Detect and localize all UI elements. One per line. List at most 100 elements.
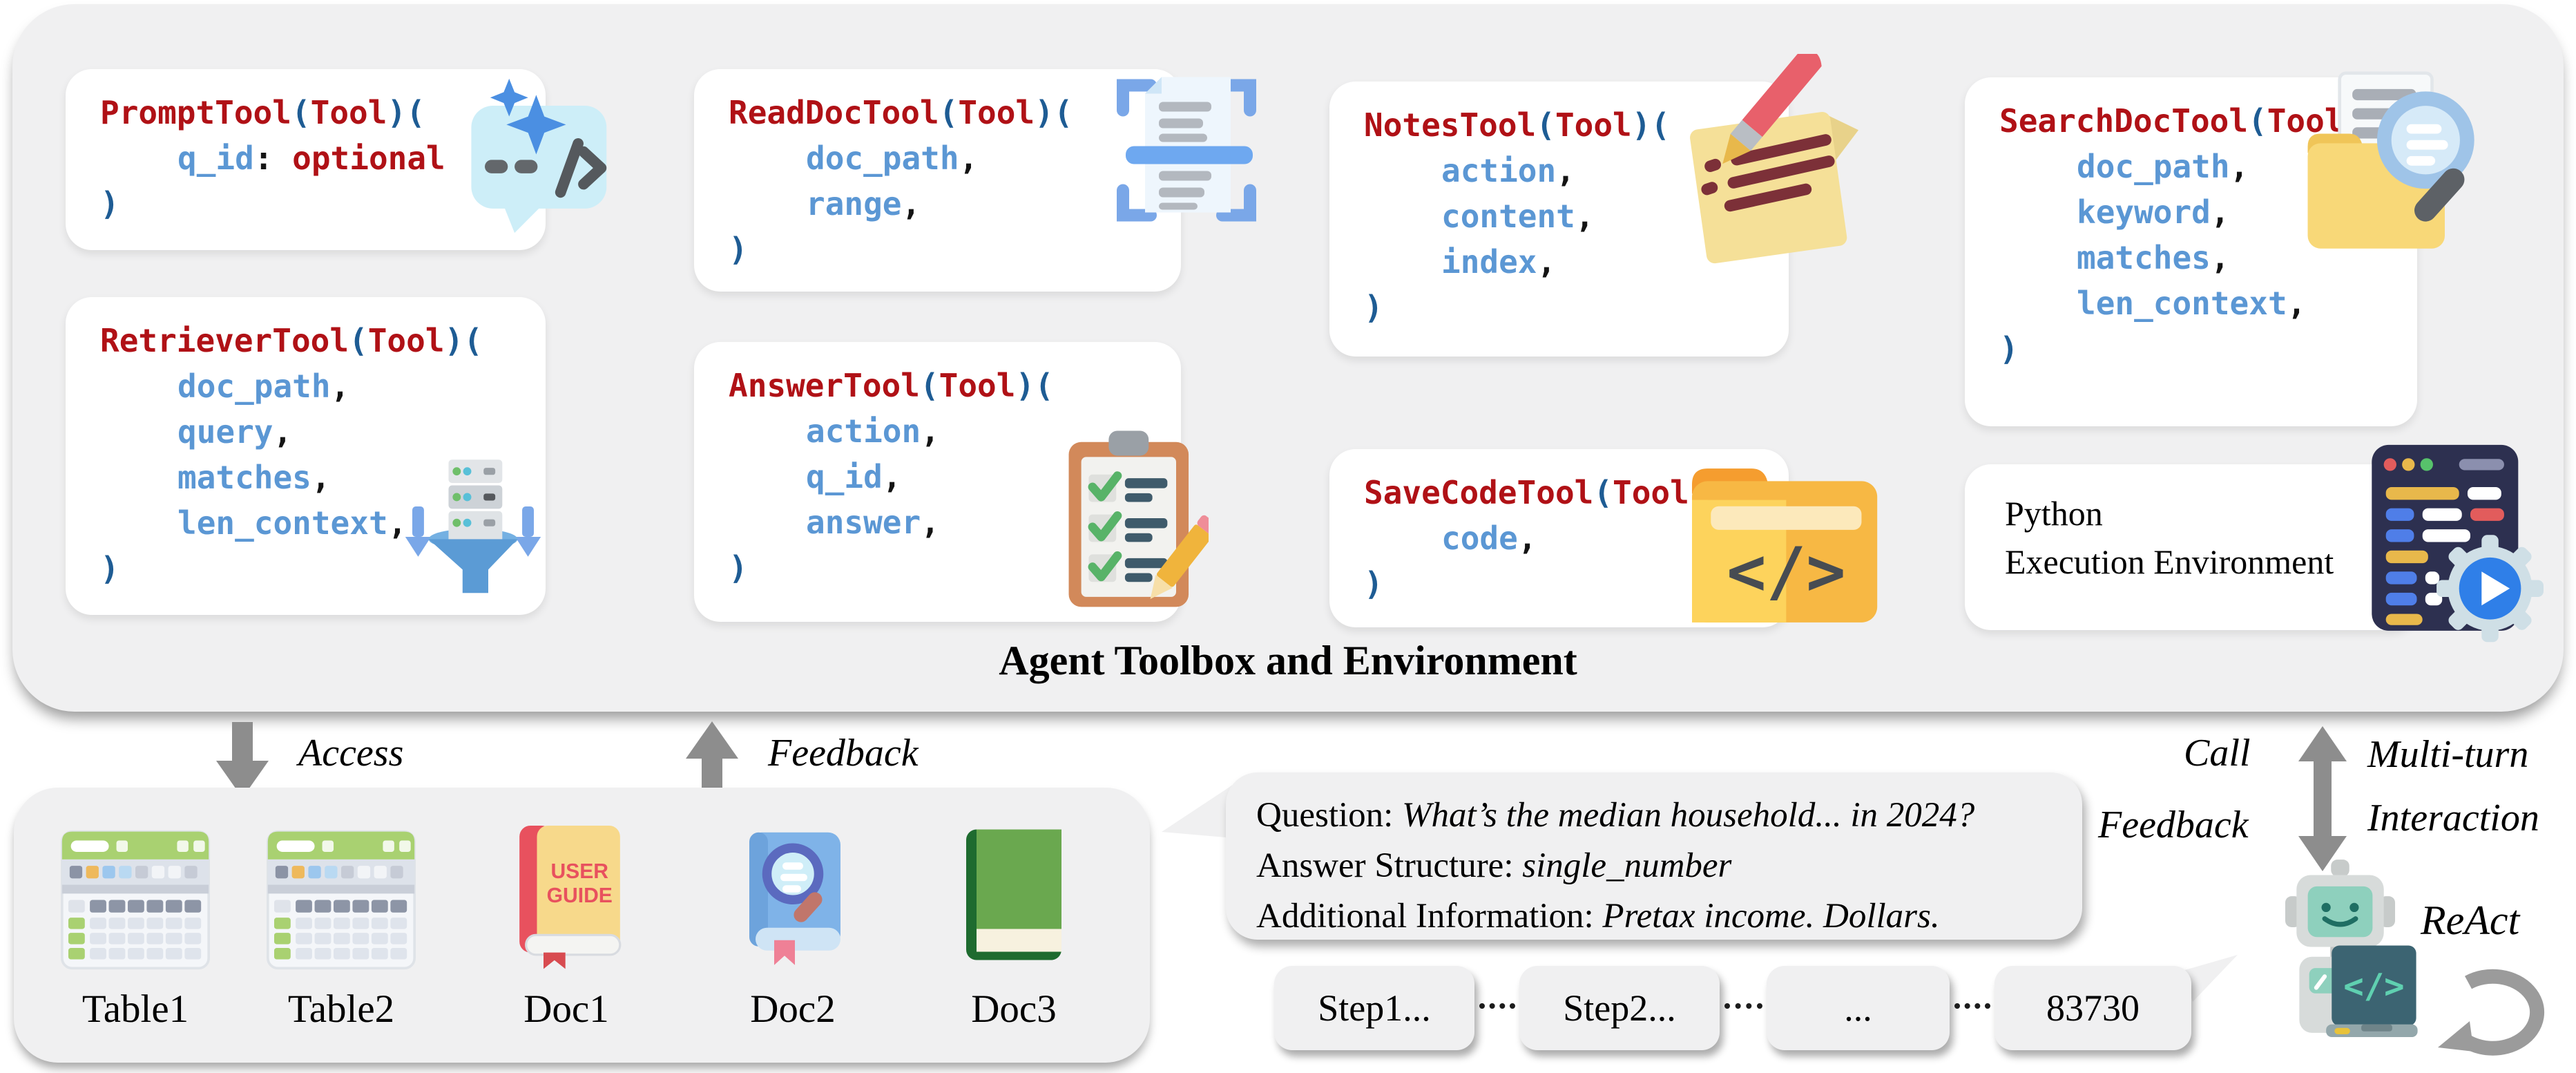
code-folder-icon: </> xyxy=(1675,456,1882,632)
code-close-line: ) xyxy=(1364,285,1789,330)
code-param-line: q_id, xyxy=(729,454,1181,500)
book-cover-text: GUIDE xyxy=(547,884,613,907)
code-token: len_context xyxy=(2077,285,2287,322)
step-connector xyxy=(1954,1003,1990,1009)
code-token: ) xyxy=(100,185,119,222)
bubble-tail-icon xyxy=(1155,775,1244,848)
tool-card-readdoc: ReadDocTool(Tool)( doc_path, range, ) xyxy=(694,69,1181,292)
code-param-line: doc_path, xyxy=(1999,144,2417,189)
tool-name: ReadDocTool xyxy=(729,94,939,131)
code-token: )( xyxy=(1015,367,1054,404)
code-token: ) xyxy=(729,231,748,268)
code-token: code xyxy=(1441,520,1518,557)
code-param-line: len_context, xyxy=(100,500,546,546)
code-token: Tool xyxy=(310,94,387,131)
server-funnel-icon xyxy=(397,435,549,611)
code-token: content xyxy=(1441,198,1575,235)
step-connector xyxy=(1724,1003,1762,1009)
code-token: doc_path xyxy=(177,368,331,405)
code-decl-line: ReadDocTool(Tool)( xyxy=(729,90,1181,135)
step-box-ellipsis: ... xyxy=(1767,966,1950,1050)
code-token: optional xyxy=(292,140,445,177)
doc-label-doc1: Doc1 xyxy=(523,987,609,1031)
code-token: index xyxy=(1441,243,1537,281)
code-close-line: ) xyxy=(1999,326,2417,372)
tool-card-prompt: PromptTool(Tool)( q_id: optional ) xyxy=(66,69,546,250)
sparkle-chat-icon xyxy=(452,73,615,239)
tool-name: NotesTool xyxy=(1364,106,1537,144)
laptop-code-glyph: </> xyxy=(2343,967,2404,1006)
code-token: ( xyxy=(1536,106,1555,144)
code-token: , xyxy=(921,412,940,450)
code-token: ) xyxy=(729,549,748,587)
tool-name: AnswerTool xyxy=(729,367,920,404)
python-env-label: Python Execution Environment xyxy=(1965,464,2417,586)
tool-name: SaveCodeTool xyxy=(1364,474,1594,511)
code-decl-line: PromptTool(Tool)( xyxy=(100,90,546,135)
question-label: Question: xyxy=(1256,796,1403,835)
code-decl-line: AnswerTool(Tool)( xyxy=(729,363,1181,408)
code-token: , xyxy=(1556,152,1575,189)
code-token: doc_path xyxy=(2077,148,2230,185)
code-param-line: index, xyxy=(1364,239,1789,285)
code-token: Tool xyxy=(958,94,1035,131)
code-token: )( xyxy=(1035,94,1073,131)
code-token: , xyxy=(882,458,902,495)
code-token: , xyxy=(1537,243,1557,281)
code-token: )( xyxy=(387,94,425,131)
code-token: ( xyxy=(2248,102,2267,140)
doc-label-doc3: Doc3 xyxy=(971,987,1057,1031)
book-cover-text: USER xyxy=(550,860,608,883)
code-token: , xyxy=(2229,148,2249,185)
code-token: : xyxy=(253,140,293,177)
code-token: , xyxy=(1575,198,1595,235)
step-box-final-answer: 83730 xyxy=(1995,966,2191,1050)
doc-label-table2: Table2 xyxy=(287,987,395,1031)
code-param-line: content, xyxy=(1364,193,1789,239)
code-token: , xyxy=(2287,285,2307,322)
code-token: ) xyxy=(100,550,119,587)
code-token: q_id xyxy=(806,458,883,495)
clipboard-check-icon xyxy=(1046,415,1219,625)
multiturn-label-line1: Multi-turn xyxy=(2367,733,2529,776)
code-token: , xyxy=(1517,520,1537,557)
prompt-tool-code: PromptTool(Tool)( q_id: optional ) xyxy=(66,69,546,227)
table2-spreadsheet-icon xyxy=(265,829,417,974)
code-close-line: ) xyxy=(100,546,546,591)
code-token: answer xyxy=(806,504,921,541)
code-param-line: query, xyxy=(100,409,546,455)
code-token: matches xyxy=(177,459,311,496)
step-connector xyxy=(1479,1003,1515,1009)
code-token: , xyxy=(330,368,350,405)
code-token: )( xyxy=(444,322,483,359)
code-param-line: keyword, xyxy=(1999,189,2417,235)
code-token: ) xyxy=(1364,289,1383,326)
answer-tool-code: AnswerTool(Tool)( action, q_id, answer, … xyxy=(694,342,1181,591)
code-token: doc_path xyxy=(806,140,959,177)
doc-scan-icon xyxy=(1104,62,1269,242)
code-runner-icon xyxy=(2361,430,2544,658)
code-glyph: </> xyxy=(1727,533,1845,610)
code-token: action xyxy=(1441,152,1557,189)
code-decl-line: RetrieverTool(Tool)( xyxy=(100,318,546,363)
question-text: What’s the median household... in 2024? xyxy=(1402,796,1975,835)
access-label: Access xyxy=(298,732,404,775)
task-answer-line: Answer Structure: single_number xyxy=(1256,841,2052,891)
table1-spreadsheet-icon xyxy=(59,829,211,974)
code-param-line: matches, xyxy=(100,455,546,500)
python-env-card: Python Execution Environment xyxy=(1965,464,2417,630)
user-guide-book-icon: USER GUIDE xyxy=(504,814,635,980)
code-param-line: answer, xyxy=(729,500,1181,545)
folder-search-icon xyxy=(2279,57,2486,281)
doc-label-doc2: Doc2 xyxy=(750,987,836,1031)
tool-name: RetrieverTool xyxy=(100,322,349,359)
tool-name: SearchDocTool xyxy=(1999,102,2249,140)
note-pencil-icon xyxy=(1661,49,1875,285)
code-token: q_id xyxy=(177,140,254,177)
additional-info-text: Pretax income. Dollars. xyxy=(1602,897,1940,936)
feedback-label: Feedback xyxy=(768,732,919,775)
code-token: len_context xyxy=(177,504,388,542)
agent-feedback-label: Feedback xyxy=(2098,804,2249,846)
tool-card-retriever: RetrieverTool(Tool)( doc_path, query, ma… xyxy=(66,297,546,615)
